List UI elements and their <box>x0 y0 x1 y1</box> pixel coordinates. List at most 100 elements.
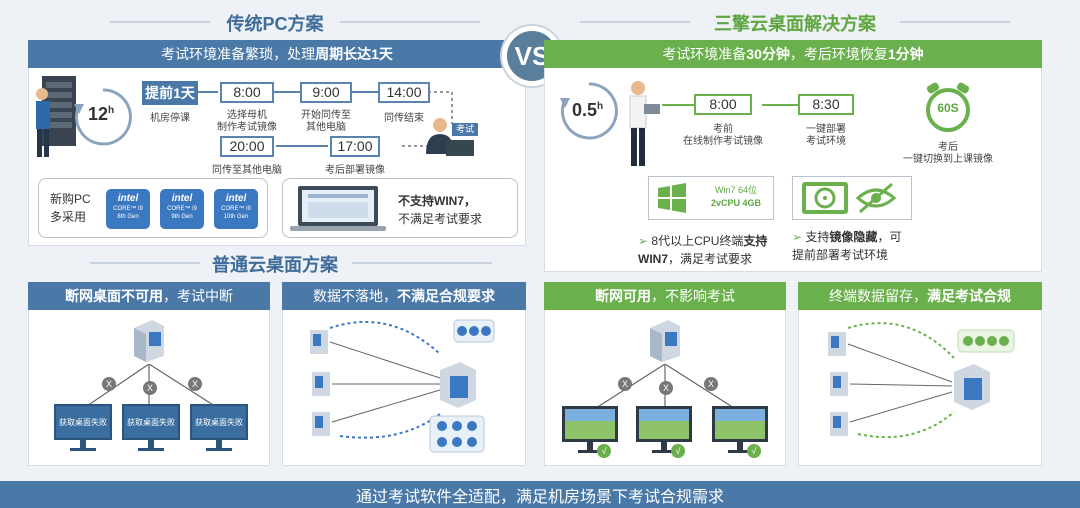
panel-header-bold: 断网可用 <box>595 288 651 304</box>
panel-header-text: 数据不落地， <box>313 288 397 304</box>
disconnect-x-icon: X <box>188 377 202 391</box>
check-icon: √ <box>597 444 611 458</box>
title-normal-cloud: 普通云桌面方案 <box>212 255 338 275</box>
check-icon: √ <box>671 444 685 458</box>
vs-badge: VS <box>502 26 562 86</box>
headline-bold: 周期长达1天 <box>315 46 393 62</box>
data-flow-diagram <box>828 322 1015 439</box>
traditional-headline: 考试环境准备繁琐，处理周期长达1天 <box>28 40 526 68</box>
panel-offline-fail-header: 断网桌面不可用，考试中断 <box>28 282 270 310</box>
sanqing-panel <box>544 40 1042 272</box>
time-box: 17:00 <box>330 136 380 157</box>
disconnect-x-icon: X <box>102 377 116 391</box>
chip-gen: 10th Gen <box>223 214 249 220</box>
panel-data-retained-header: 终端数据留存，满足考试合规 <box>798 282 1042 310</box>
feature-bold: 支持 <box>743 234 768 248</box>
feature-text: 提前部署考试环境 <box>792 248 889 262</box>
timeline-connectors <box>662 104 798 106</box>
data-flow-diagram <box>310 319 495 453</box>
chip-brand: intel <box>117 193 139 204</box>
cycle-arrow-icon <box>74 88 132 146</box>
chip-model: CORE™ i9 <box>167 206 197 212</box>
disconnect-x-icon: X <box>143 381 157 395</box>
server-icon <box>134 320 164 362</box>
time-box: 9:00 <box>300 82 352 103</box>
chip-gen: 8th Gen <box>117 214 139 220</box>
time-label: 选择母机 制作考试镜像 <box>217 110 277 133</box>
hours-unit: h <box>108 105 115 116</box>
panel-offline-ok-header: 断网可用，不影响考试 <box>544 282 786 310</box>
panel-header-text: ，不影响考试 <box>651 288 735 304</box>
disconnect-x-icon: X <box>659 381 673 395</box>
time-label: 同传结束 <box>384 113 424 124</box>
hours-unit: h <box>597 101 604 112</box>
chip-gen: 9th Gen <box>171 214 193 220</box>
exam-tag: 考试 <box>452 123 478 136</box>
time-label: 开始同传至 其他电脑 <box>301 110 351 133</box>
laptop-icon <box>290 186 386 231</box>
chip-model: CORE™ i9 <box>113 206 143 212</box>
title-rule <box>352 262 492 264</box>
feature-text: ，可 <box>877 230 902 244</box>
disc-hidden-eye-icon <box>802 182 897 214</box>
exam-person-icon <box>426 118 474 156</box>
title-rule <box>90 262 200 264</box>
sanqing-hours: 0.5h <box>572 100 603 121</box>
win7-spec-hw: 2vCPU 4GB <box>710 198 762 208</box>
server-icon <box>650 320 680 362</box>
alarm-clock-icon <box>926 82 970 132</box>
terminal-fail-screen: 获取桌面失败 <box>122 404 180 440</box>
hours-value: 0.5 <box>572 100 598 120</box>
time-box: 14:00 <box>378 82 430 103</box>
time-label: 考前 在线制作考试镜像 <box>683 124 763 147</box>
disconnect-x-icon: X <box>704 377 718 391</box>
time-box: 8:30 <box>798 94 854 115</box>
no-win7-bold: 不支持WIN7， <box>398 194 477 208</box>
time-box: 8:00 <box>220 82 274 103</box>
advance-label: 机房停课 <box>150 113 190 124</box>
headline-text: ，考后环境恢复 <box>789 46 888 62</box>
panel-header-text: ，考试中断 <box>163 288 233 304</box>
new-pc-label: 新购PC 多采用 <box>50 192 91 224</box>
feature-text: 支持 <box>805 230 830 244</box>
clock-text: 60S <box>937 101 959 115</box>
chip-model: CORE™ i9 <box>221 206 251 212</box>
title-rule <box>580 21 690 23</box>
bottom-banner: 通过考试软件全适配，满足机房场景下考试合规需求 <box>0 481 1080 508</box>
feature-text: 8代以上CPU终端 <box>651 234 744 248</box>
cycle-arrow-icon <box>560 82 618 140</box>
title-rule <box>340 21 480 23</box>
time-label: 同传至其他电脑 <box>212 165 282 176</box>
working-monitors-icon <box>562 406 768 453</box>
person-laptop-icon <box>629 81 660 166</box>
time-label: 考后部署镜像 <box>325 165 385 176</box>
panel-header-bold: 满足考试合规 <box>927 288 1011 304</box>
hours-value: 12 <box>88 104 109 124</box>
traditional-hours: 12h <box>88 104 114 125</box>
headline-text: 考试环境准备 <box>662 46 747 62</box>
feature-bold: WIN7 <box>638 252 668 266</box>
clock-label: 考后 一键切换到上课镜像 <box>903 142 993 165</box>
windows-logo-icon <box>658 183 686 213</box>
title-traditional: 传统PC方案 <box>226 14 324 34</box>
disconnect-x-icon: X <box>618 377 632 391</box>
terminal-fail-screen: 获取桌面失败 <box>54 404 112 440</box>
no-win7-rest: 不满足考试要求 <box>398 212 483 226</box>
server-rack-person-icon <box>36 76 76 157</box>
timeline-connectors <box>198 91 453 147</box>
chip-brand: intel <box>225 193 247 204</box>
headline-bold: 1分钟 <box>887 46 924 62</box>
panel-header-bold: 不满足合规要求 <box>397 288 495 304</box>
check-icon: √ <box>747 444 761 458</box>
panel-no-data-header: 数据不落地，不满足合规要求 <box>282 282 526 310</box>
title-sanqing: 三擎云桌面解决方案 <box>714 14 876 34</box>
monitor-stands <box>70 440 232 451</box>
time-label: 一键部署 考试环境 <box>806 124 846 147</box>
title-rule <box>110 21 210 23</box>
advance-box: 提前1天 <box>142 81 198 105</box>
feature-win7: ➢ 8代以上CPU终端支持 WIN7，满足考试要求 <box>638 234 768 266</box>
feature-text: ，满足考试要求 <box>668 252 753 266</box>
